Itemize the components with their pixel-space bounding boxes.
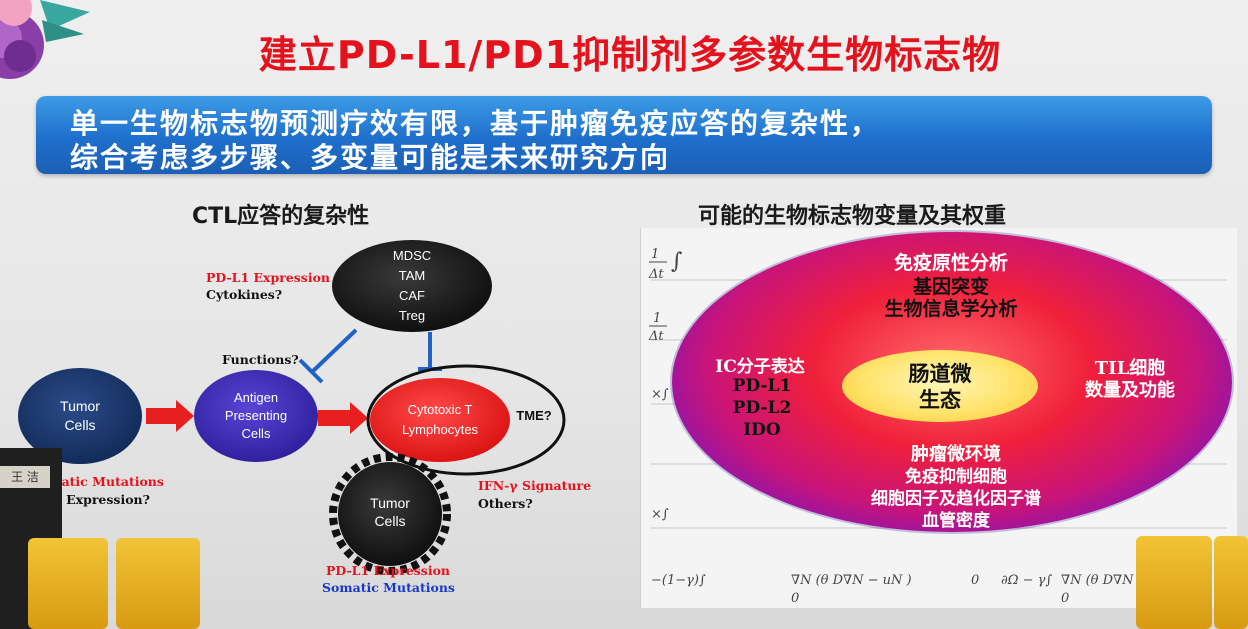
- cytokine-profile-label: 细胞因子及趋化因子谱: [871, 489, 1041, 509]
- summary-banner: 单一生物标志物预测疗效有限，基于肿瘤免疫应答的复杂性， 综合考虑多步骤、多变量可…: [36, 96, 1212, 174]
- ifn-signature-annotation: IFN-γ Signature: [478, 478, 592, 493]
- til-heading: TIL细胞: [1094, 358, 1166, 379]
- apc-node: [194, 370, 318, 462]
- bottom-tumor-label: Tumor: [370, 495, 410, 511]
- svg-text:∫: ∫: [671, 249, 683, 274]
- inhibit-apc-bar: [298, 358, 324, 384]
- bottom-pdl1-annotation: PD-L1 Expression: [326, 563, 451, 578]
- svg-text:−(1−γ)∫: −(1−γ)∫: [651, 573, 706, 588]
- pdl1-label: PD-L1: [732, 376, 792, 396]
- svg-text:0: 0: [791, 591, 799, 606]
- gut-microbiome-ellipse: [842, 350, 1038, 422]
- ctl-label: Cytotoxic T: [408, 402, 473, 417]
- chair: [28, 538, 108, 629]
- suppressor-label: Treg: [399, 308, 425, 323]
- bottom-tumor-serration: [329, 453, 451, 575]
- vessel-density-label: 血管密度: [922, 511, 990, 531]
- suppressor-cells-node: [332, 240, 492, 332]
- pdl1-expression-annotation: PD-L1 Expression: [206, 270, 331, 285]
- functions-annotation: Functions?: [222, 352, 299, 367]
- suppressor-label: TAM: [399, 268, 425, 283]
- chair: [1214, 536, 1248, 629]
- pdl2-label: PD-L2: [732, 398, 792, 418]
- ic-molecule-heading: IC分子表达: [715, 357, 805, 377]
- svg-text:×∫: ×∫: [651, 387, 669, 402]
- cytokines-annotation: Cytokines?: [206, 287, 283, 302]
- ctl-node: [370, 378, 510, 462]
- ctl-response-diagram: MDSC TAM CAF Treg Tumor Cells Antigen Pr…: [18, 240, 566, 575]
- gut-microbiome-line2: 生态: [919, 387, 961, 412]
- bottom-tumor-label: Cells: [374, 513, 405, 529]
- bottom-somatic-annotation: Somatic Mutations: [322, 580, 455, 595]
- ctl-label: Lymphocytes: [402, 422, 479, 437]
- tme-label: TME?: [516, 408, 551, 423]
- svg-text:1: 1: [651, 247, 659, 262]
- apc-label: Antigen: [234, 390, 278, 405]
- arrow-apc-to-ctl: [318, 402, 368, 434]
- svg-text:0: 0: [971, 573, 979, 588]
- svg-text:∇N (θ D∇N − uN ): ∇N (θ D∇N − uN ): [791, 573, 912, 588]
- apc-label: Cells: [242, 426, 271, 441]
- arrow-tumor-to-apc: [146, 400, 194, 432]
- mhc-expression-annotation: HC Expression?: [40, 492, 150, 507]
- gene-mutation-label: 基因突变: [912, 276, 989, 298]
- apc-label: Presenting: [225, 408, 287, 423]
- suppressor-label: CAF: [399, 288, 425, 303]
- chair: [116, 538, 200, 629]
- somatic-mutations-annotation: omatic Mutations: [40, 474, 164, 489]
- svg-text:×∫: ×∫: [651, 507, 669, 522]
- tme-heading: 肿瘤微环境: [911, 444, 1001, 465]
- tumor-cells-label: Cells: [64, 417, 95, 433]
- flower-decoration-icon: [0, 0, 90, 79]
- banner-line-1: 单一生物标志物预测疗效有限，基于肿瘤免疫应答的复杂性，: [70, 107, 881, 140]
- bottom-tumor-node: [338, 462, 442, 566]
- bioinformatics-label: 生物信息学分析: [884, 298, 1018, 320]
- ido-label: IDO: [743, 420, 781, 440]
- banner-line-2: 综合考虑多步骤、多变量可能是未来研究方向: [70, 141, 671, 174]
- right-heading: 可能的生物标志物变量及其权重: [698, 204, 1007, 229]
- til-function-label: 数量及功能: [1085, 380, 1175, 401]
- svg-text:Δt: Δt: [648, 329, 664, 344]
- others-annotation: Others?: [478, 496, 533, 511]
- svg-text:Δt: Δt: [648, 267, 664, 282]
- svg-text:∂Ω − γ∫: ∂Ω − γ∫: [1001, 573, 1052, 588]
- slide-title: 建立PD-L1/PD1抑制剂多参数生物标志物: [258, 33, 1002, 77]
- tme-ring: [366, 364, 566, 476]
- immunosuppressive-cells-label: 免疫抑制细胞: [905, 467, 1007, 487]
- speaker-nameplate: 王 洁: [0, 466, 50, 488]
- left-heading: CTL应答的复杂性: [192, 204, 370, 229]
- svg-text:0: 0: [1061, 591, 1069, 606]
- gut-microbiome-line1: 肠道微: [908, 361, 972, 386]
- chair: [1136, 536, 1212, 629]
- immunogenicity-heading: 免疫原性分析: [893, 252, 1008, 274]
- inhibit-apc-line: [310, 328, 358, 374]
- tumor-cells-label: Tumor: [60, 398, 100, 414]
- suppressor-label: MDSC: [393, 248, 431, 263]
- tumor-cells-node: [18, 368, 142, 464]
- svg-text:1: 1: [653, 311, 661, 326]
